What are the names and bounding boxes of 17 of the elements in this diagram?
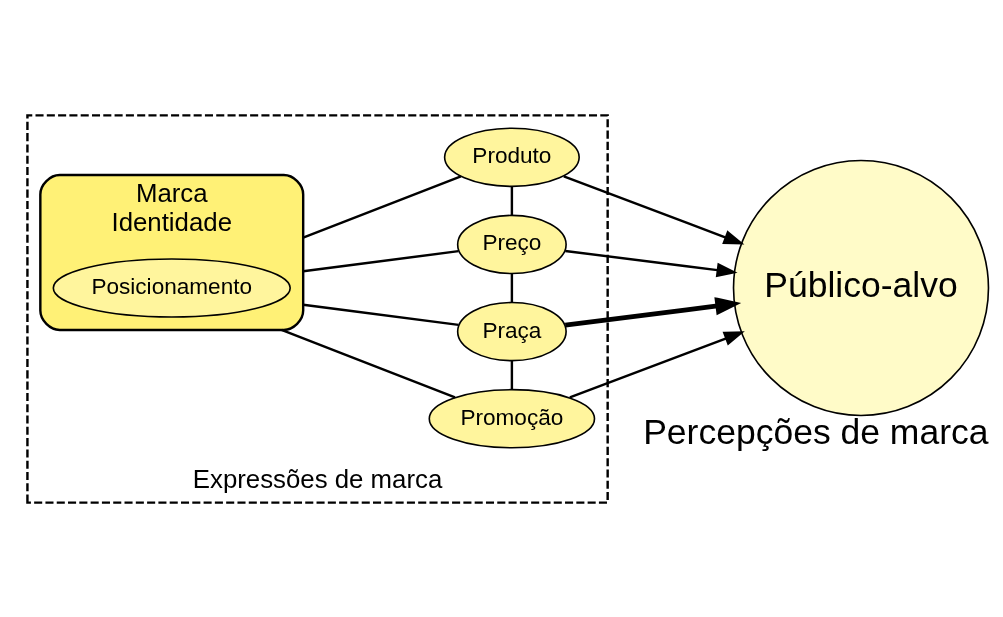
connector: [303, 303, 459, 326]
connector: [510, 360, 514, 389]
arrow: [569, 330, 745, 399]
arrow: [565, 296, 742, 327]
arrow: [565, 249, 738, 277]
arrow: [563, 174, 745, 245]
connector: [510, 186, 514, 215]
connector: [281, 328, 456, 398]
node-ellipse: Preço: [456, 214, 567, 274]
connector: [510, 273, 514, 302]
node-ellipse: Praça: [456, 301, 567, 361]
node-ellipse: Posicionamento: [52, 257, 291, 318]
node-ellipse: Promoção: [428, 388, 596, 449]
node-ellipse: Produto: [443, 126, 580, 187]
connector: [302, 174, 462, 239]
node-circle: Público-alvo: [732, 159, 990, 416]
connector: [303, 249, 459, 272]
